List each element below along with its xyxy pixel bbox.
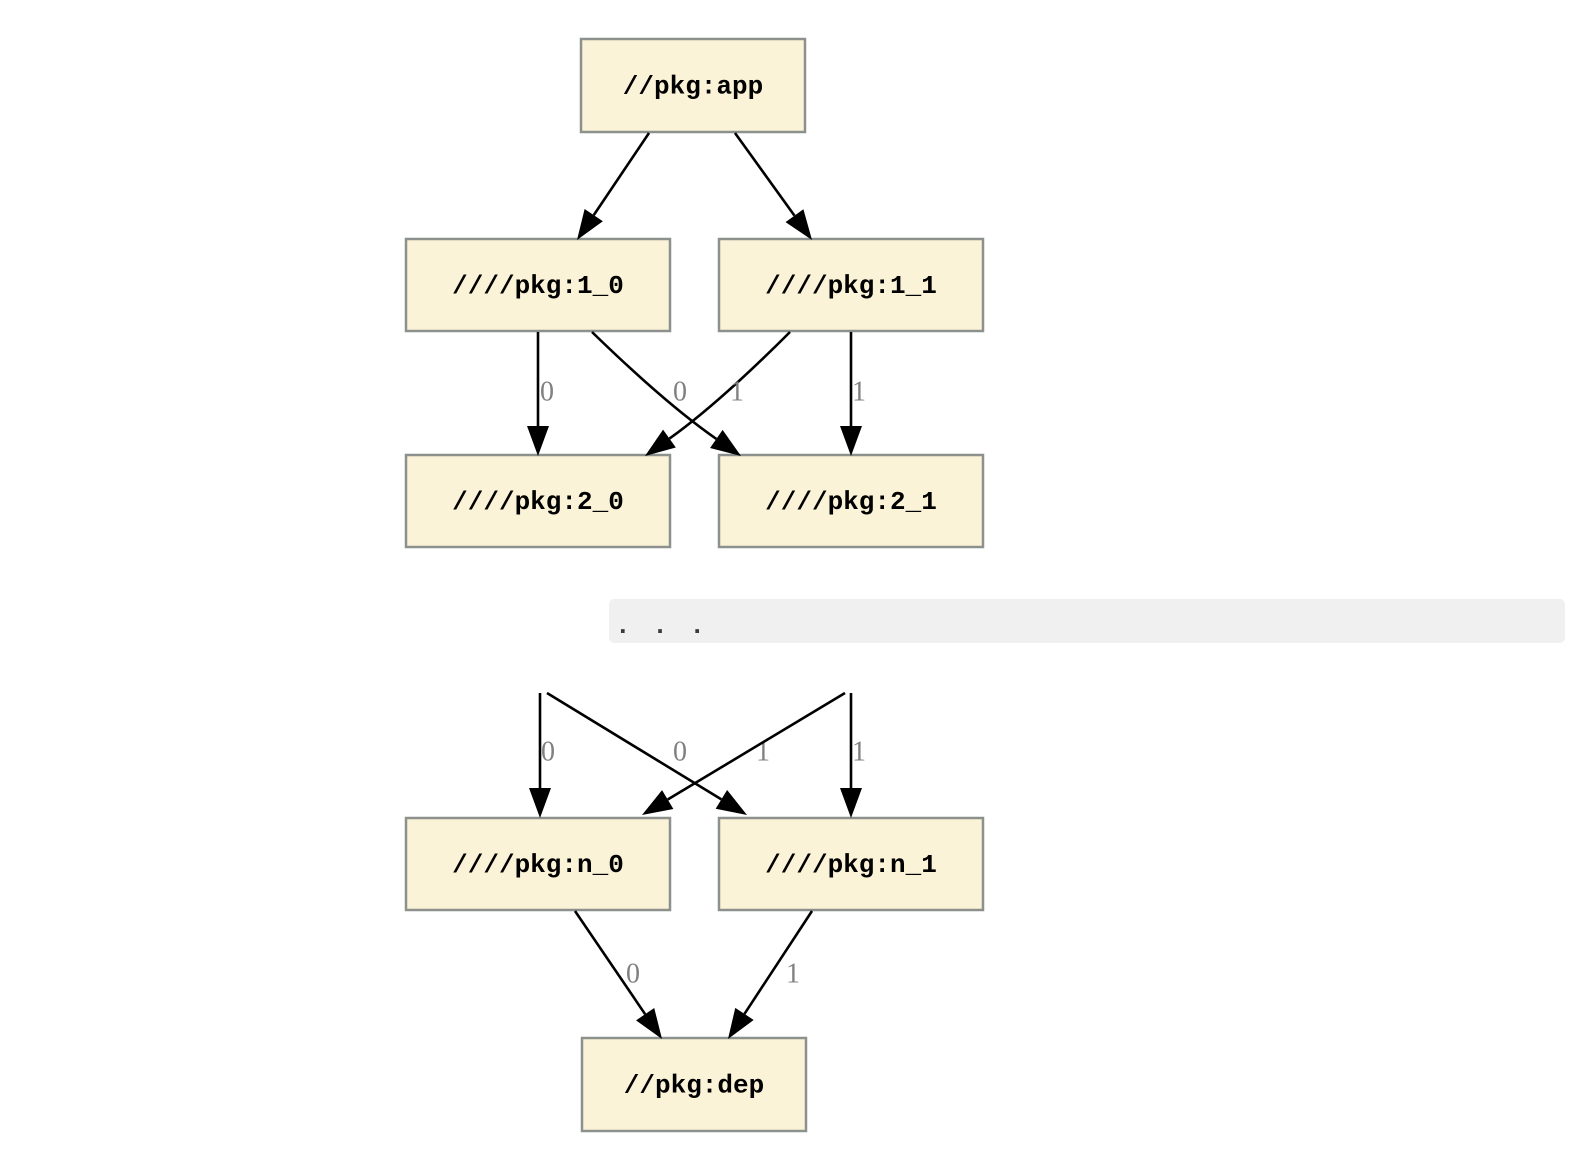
node-n_0: ////pkg:n_0 <box>404 816 672 912</box>
edge-line <box>743 910 814 1015</box>
edge-label: 0 <box>540 377 554 408</box>
edge-1_0-to-2_1: 1 <box>591 331 744 456</box>
edge-line <box>733 132 796 217</box>
node-label-1_0: ////pkg:1_0 <box>452 271 624 301</box>
edge-arrowhead <box>636 1008 662 1039</box>
edge-n_1-to-dep: 1 <box>728 910 814 1039</box>
edge-arrowhead <box>728 1007 754 1039</box>
edge-line <box>591 331 718 440</box>
node-label-n_1: ////pkg:n_1 <box>765 850 937 880</box>
edge-n_0-to-dep: 0 <box>573 910 662 1039</box>
node-label-app: //pkg:app <box>623 72 763 102</box>
edge-label: 0 <box>541 737 555 768</box>
edge-1_0-to-2_0: 0 <box>527 332 554 456</box>
edge-line <box>573 910 647 1015</box>
node-2_0: ////pkg:2_0 <box>404 453 672 549</box>
edge-arrowhead <box>715 789 747 815</box>
node-n_1: ////pkg:n_1 <box>717 816 985 912</box>
node-box-1_1 <box>717 237 985 333</box>
ellipsis-band <box>609 599 1565 643</box>
edge-ellipsis-to-n_0-cross: 0 <box>642 691 846 815</box>
edge-label: 1 <box>852 377 866 408</box>
edge-label: 1 <box>786 959 800 990</box>
node-label-1_1: ////pkg:1_1 <box>765 271 937 301</box>
node-2_1: ////pkg:2_1 <box>717 453 985 549</box>
edge-ellipsis-to-n_0-straight: 0 <box>529 693 555 818</box>
ellipsis-text: . . . <box>615 611 708 641</box>
edge-label: 0 <box>626 959 640 990</box>
edge-app-to-1_1 <box>733 132 812 240</box>
edge-line <box>592 132 651 216</box>
edge-arrowhead <box>840 788 862 818</box>
edge-arrowhead <box>529 788 551 818</box>
edge-arrowhead <box>527 426 549 456</box>
edge-line <box>668 331 791 440</box>
edge-label: 1 <box>852 737 866 768</box>
edge-label: 0 <box>673 737 687 768</box>
node-label-2_1: ////pkg:2_1 <box>765 487 937 517</box>
node-box-2_0 <box>404 453 672 549</box>
edge-line <box>546 691 723 801</box>
node-1_1: ////pkg:1_1 <box>717 237 985 333</box>
node-label-2_0: ////pkg:2_0 <box>452 487 624 517</box>
edge-1_1-to-2_0: 0 <box>645 331 791 456</box>
edge-arrowhead <box>645 429 676 456</box>
edge-arrowhead <box>840 426 862 456</box>
node-app: //pkg:app <box>579 37 807 134</box>
node-box-n_0 <box>404 816 672 912</box>
edge-arrowhead <box>785 209 812 240</box>
edge-label: 0 <box>673 377 687 408</box>
node-label-dep: //pkg:dep <box>624 1071 764 1101</box>
edge-arrowhead <box>642 790 674 815</box>
edge-arrowhead <box>577 208 603 240</box>
node-1_0: ////pkg:1_0 <box>404 237 672 333</box>
edge-1_1-to-2_1: 1 <box>840 332 866 456</box>
node-box-1_0 <box>404 237 672 333</box>
edge-ellipsis-to-n_1-straight: 1 <box>840 693 866 818</box>
edge-arrowhead <box>710 429 741 456</box>
node-box-2_1 <box>717 453 985 549</box>
node-label-n_0: ////pkg:n_0 <box>452 850 624 880</box>
node-dep: //pkg:dep <box>580 1036 808 1133</box>
node-box-n_1 <box>717 816 985 912</box>
edge-label: 1 <box>730 377 744 408</box>
edge-app-to-1_0 <box>577 132 651 240</box>
node-box-app <box>579 37 807 134</box>
edge-line <box>667 691 846 801</box>
node-box-dep <box>580 1036 808 1133</box>
